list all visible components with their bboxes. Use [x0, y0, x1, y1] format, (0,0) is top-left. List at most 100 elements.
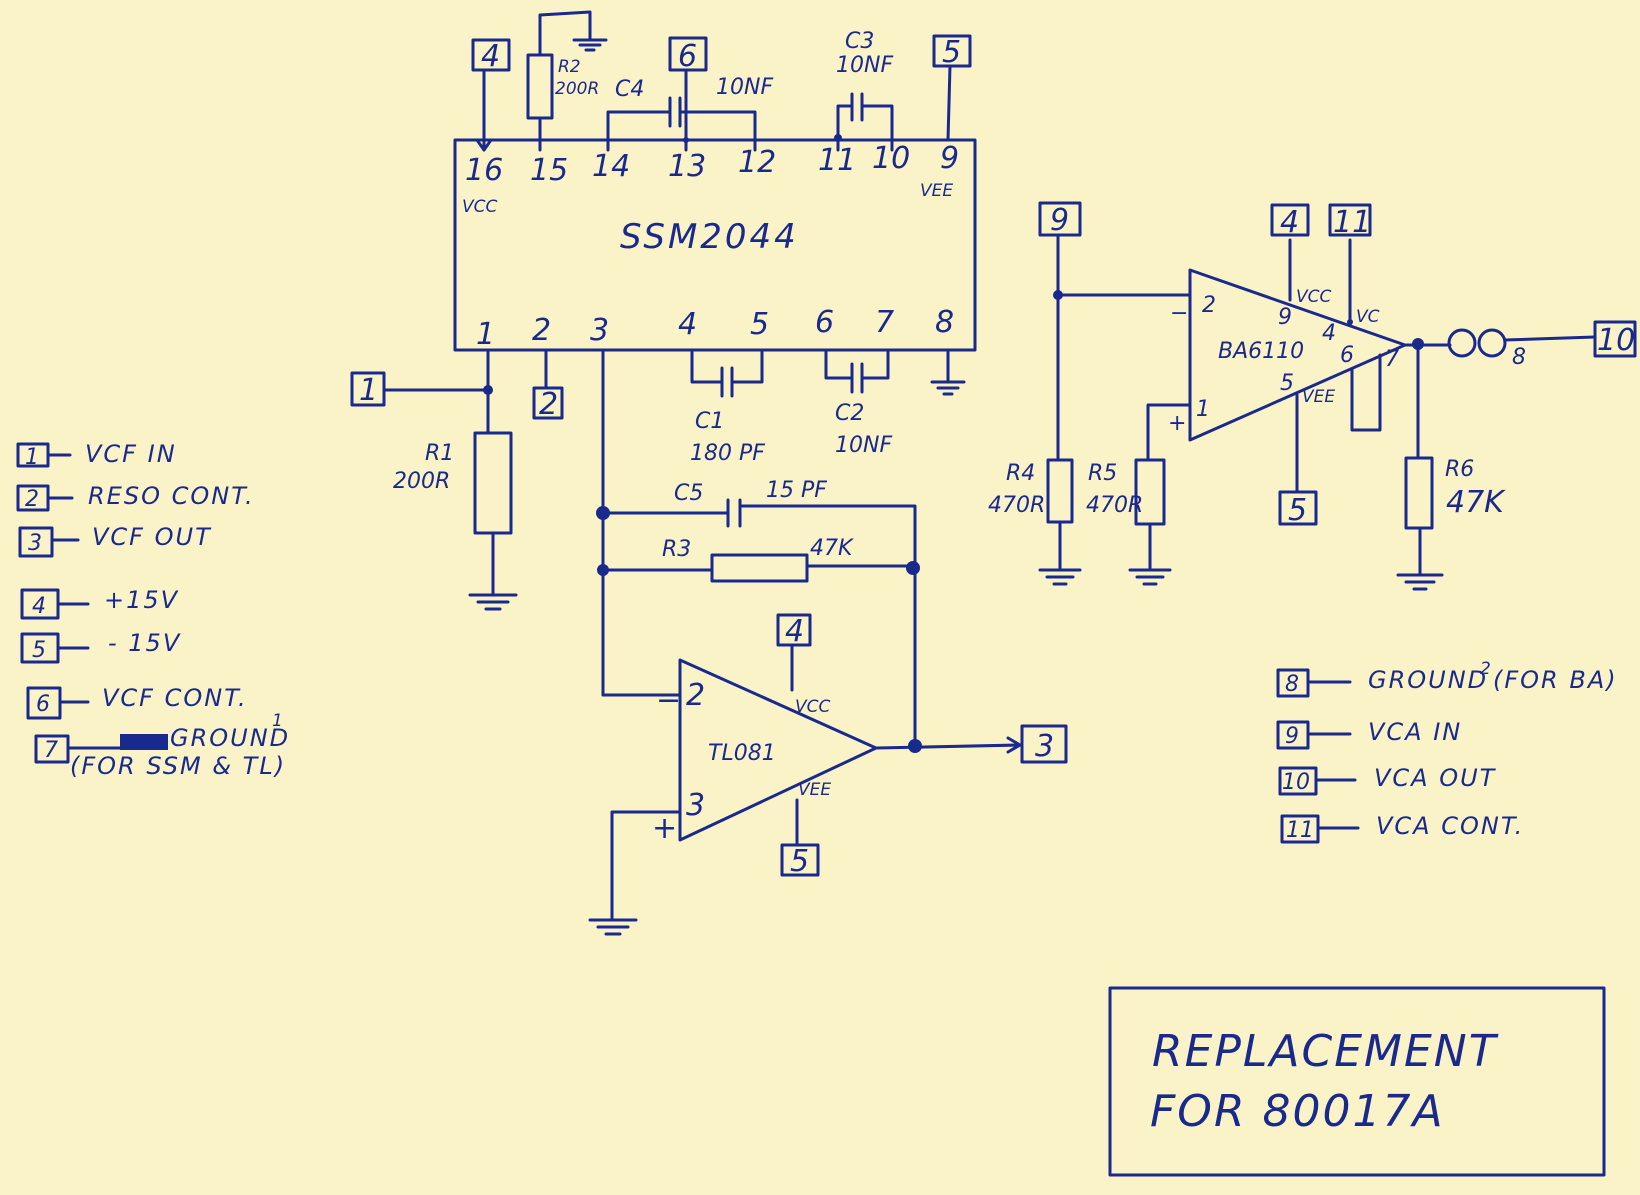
r5-name: R5 — [1088, 461, 1117, 486]
resistor-r1 — [473, 431, 513, 535]
terminal-10-out — [1593, 320, 1637, 358]
ba-pin-1: 1 — [1196, 397, 1210, 422]
title-box — [1108, 986, 1606, 1177]
c1-value: 180 PF — [690, 441, 765, 466]
legend-4-text: +15V — [104, 586, 179, 614]
ba-plus: + — [1168, 411, 1186, 436]
terminal-2-ssm-label: 2 — [539, 387, 558, 422]
ferrite-bead-left — [1447, 328, 1477, 358]
ssm-pin-5: 5 — [750, 307, 769, 342]
c2-value: 10NF — [835, 433, 892, 458]
ssm-pin-9: 9 — [940, 141, 959, 176]
terminal-9-ba — [1038, 201, 1082, 237]
svg-text:5: 5 — [32, 638, 46, 663]
legend-item-5: 5 - 15V — [20, 629, 181, 664]
ssm2044-vee-label: VEE — [920, 181, 953, 201]
ba-pin-4: 4 — [1322, 321, 1336, 346]
r2-name: R2 — [558, 57, 581, 77]
terminal-10-out-label: 10 — [1597, 323, 1635, 358]
c5-value: 15 PF — [766, 478, 827, 503]
ssm-pin-16: 16 — [465, 153, 503, 188]
terminal-5-tl — [780, 843, 820, 877]
title-block: REPLACEMENT FOR 80017A — [1108, 986, 1606, 1177]
resistor-r4 — [1046, 458, 1074, 524]
r6-name: R6 — [1445, 457, 1474, 482]
ssm2044-top-wiring: 4 R2 200R C4 10NF 6 C3 10NF 5 — [471, 10, 972, 152]
legend-10-text: VCA OUT — [1374, 764, 1497, 792]
ba-vee-label: VEE — [1302, 387, 1335, 407]
r2-value: 200R — [555, 79, 599, 99]
ba-pin-5: 5 — [1280, 371, 1294, 396]
terminal-11-ba-label: 11 — [1333, 205, 1371, 240]
legend-item-9: 9 VCA IN — [1276, 718, 1462, 750]
legend-item-7: 7 GROUND 1 (FOR SSM & TL) — [34, 711, 288, 780]
legend-7-superscript: 1 — [272, 711, 283, 731]
ba-pin-6: 6 — [1340, 343, 1354, 368]
ba-minus: − — [1170, 301, 1188, 326]
ssm-pin-4: 4 — [678, 307, 697, 342]
terminal-11-ba — [1328, 203, 1372, 237]
c4-value: 10NF — [716, 75, 773, 100]
legend-9-text: VCA IN — [1368, 718, 1462, 746]
svg-text:6: 6 — [36, 692, 50, 717]
legend-1-text: VCF IN — [85, 440, 177, 468]
ssm-pin-12: 12 — [738, 145, 776, 180]
legend-item-6: 6 VCF CONT. — [26, 684, 246, 720]
ba6110-body — [1188, 268, 1407, 442]
r1-value: 200R — [393, 469, 450, 494]
ssm2044-name: SSM2044 — [620, 217, 799, 257]
feedback-network: C5 15 PF R3 47K — [601, 478, 920, 747]
svg-text:11: 11 — [1286, 818, 1314, 843]
ba6110-chip: BA6110 2 1 − + 9 VCC 4 VC 5 VEE 6 7 4 11… — [988, 201, 1637, 591]
ssm2044-bottom-wiring: C1 180 PF C2 10NF 2 1 R1 200R — [350, 348, 966, 697]
svg-text:8: 8 — [1285, 672, 1299, 697]
legend-item-10: 10 VCA OUT — [1278, 764, 1497, 796]
c5-name: C5 — [674, 481, 703, 506]
svg-text:3: 3 — [28, 531, 42, 556]
terminal-4-ba — [1270, 203, 1310, 237]
title-line-1: REPLACEMENT — [1152, 1026, 1499, 1077]
ba-pin-9: 9 — [1278, 305, 1292, 330]
legend-item-1: 1 VCF IN — [16, 440, 177, 470]
legend-7-note: (FOR SSM & TL) — [70, 752, 286, 780]
svg-text:4: 4 — [32, 594, 46, 619]
terminal-5-ssm-label: 5 — [942, 35, 961, 70]
tl081-body — [678, 658, 878, 842]
ssm-pin-3: 3 — [590, 313, 609, 348]
ba-vcc-label: VCC — [1296, 287, 1331, 307]
r5-value: 470R — [1086, 493, 1143, 518]
resistor-r3 — [710, 553, 809, 583]
resistor-r2 — [526, 53, 554, 120]
title-line-2: FOR 80017A — [1150, 1086, 1445, 1137]
r4-name: R4 — [1006, 461, 1035, 486]
legend-8-superscript: 2 — [1480, 659, 1491, 679]
ssm-pin-2: 2 — [532, 313, 551, 348]
svg-text:9: 9 — [1285, 724, 1299, 749]
legend-item-8: 8 GROUND 2 (FOR BA) — [1276, 659, 1616, 698]
svg-text:2: 2 — [25, 487, 39, 512]
terminal-4-ssm-label: 4 — [481, 39, 500, 74]
ssm-pin-8: 8 — [935, 305, 954, 340]
ssm2044-body — [453, 138, 977, 352]
ba-pin-7: 7 — [1385, 347, 1399, 372]
terminal-6-ssm — [668, 36, 708, 72]
terminal-9-ba-label: 9 — [1050, 203, 1069, 238]
legend-3-text: VCF OUT — [92, 523, 212, 551]
svg-text:1: 1 — [25, 445, 39, 470]
c3-value: 10NF — [836, 53, 893, 78]
r3-value: 47K — [810, 536, 854, 561]
legend-item-3: 3 VCF OUT — [18, 523, 212, 558]
svg-text:10: 10 — [1282, 770, 1310, 795]
tl081-opamp: TL081 2 3 − + VCC VEE 4 5 3 — [588, 613, 1068, 936]
ssm-pin-1: 1 — [476, 317, 495, 352]
legend-item-2: 2 RESO CONT. — [16, 482, 255, 512]
tl081-name: TL081 — [708, 741, 776, 766]
terminal-2-ssm — [532, 386, 564, 420]
ba-vc-label: VC — [1356, 307, 1380, 327]
legend-5-text: - 15V — [108, 629, 181, 657]
legend-2-text: RESO CONT. — [88, 482, 255, 510]
terminal-3-out — [1020, 724, 1068, 764]
tl081-pin-2: 2 — [686, 678, 705, 713]
